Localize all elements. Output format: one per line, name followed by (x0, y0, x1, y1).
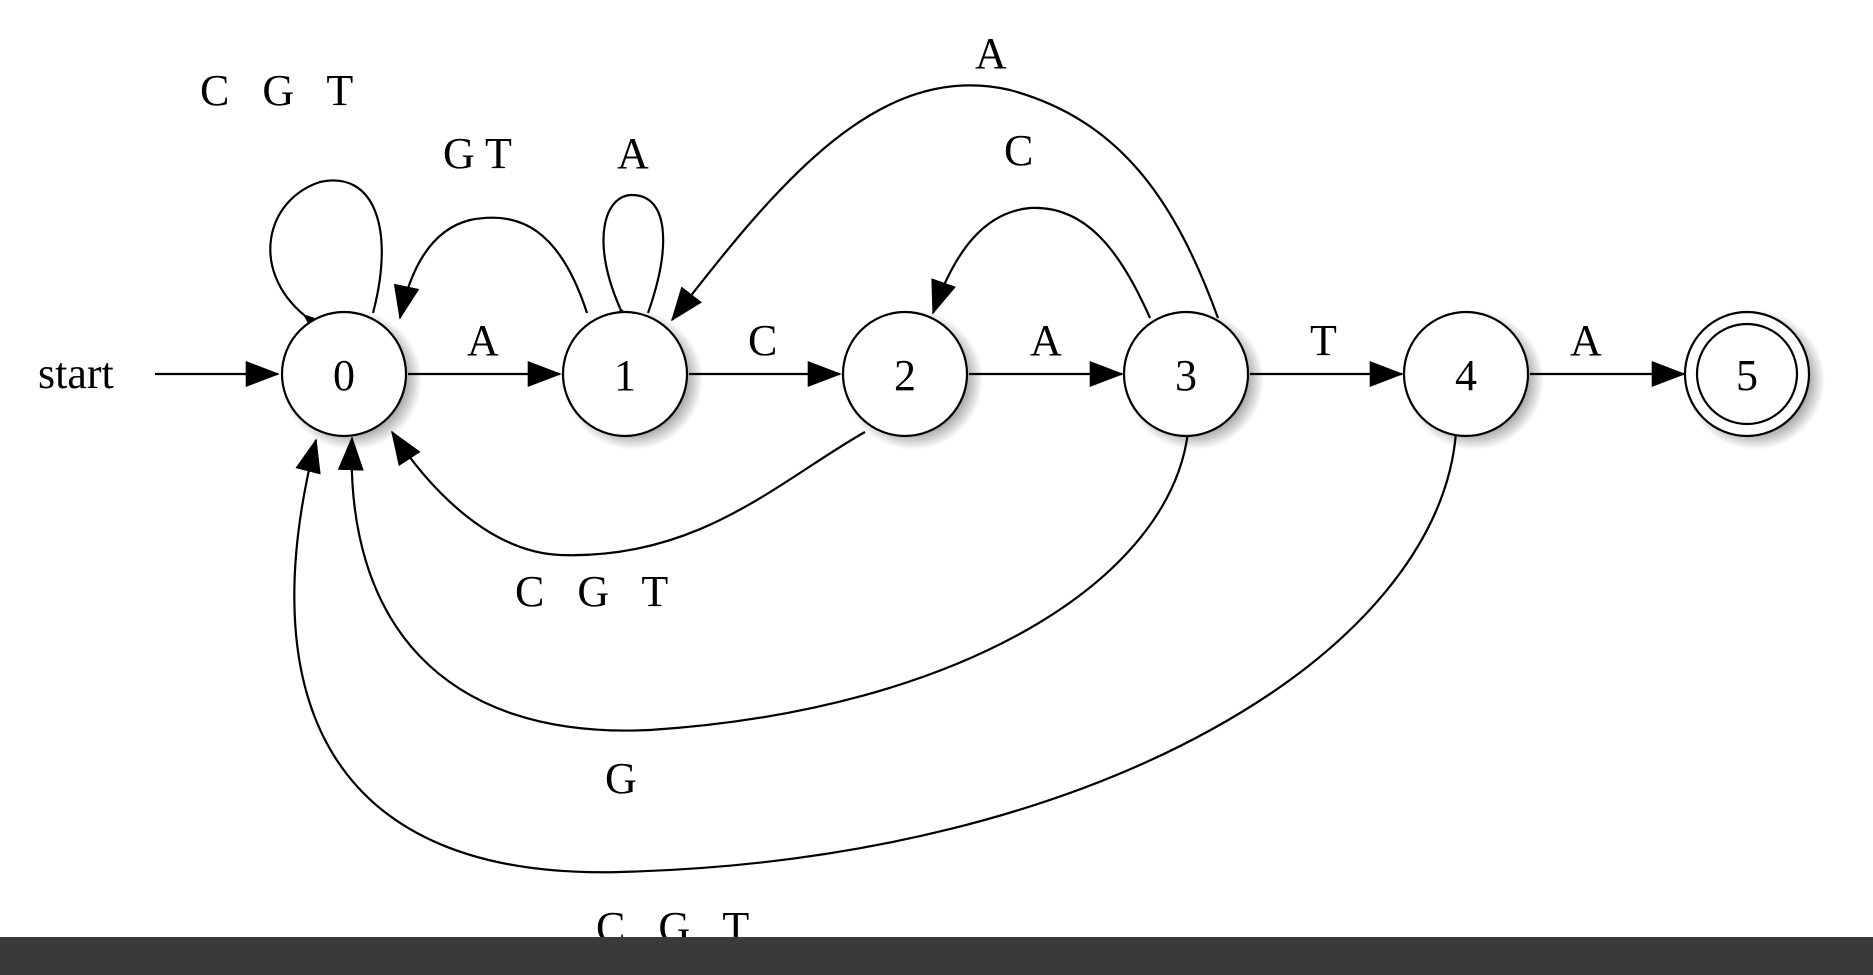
state-3-circle (1122, 310, 1250, 438)
label-transition-1-1: A (617, 129, 649, 178)
transition-1-1 (602, 193, 665, 343)
transition-1-0 (393, 216, 589, 320)
state-2: 2 (841, 310, 983, 450)
state-5-label: 5 (1736, 351, 1758, 400)
transition-3-0 (337, 431, 1190, 732)
transition-0-0 (269, 179, 383, 346)
transition-3-1 (670, 84, 1220, 322)
start-label: start (38, 349, 114, 398)
label-transition-0-1: A (467, 316, 499, 365)
label-transition-0-0: C G T (200, 66, 353, 115)
state-1-circle (561, 310, 689, 438)
label-transition-2-0: C G T (515, 567, 668, 616)
state-4-label: 4 (1455, 351, 1477, 400)
label-transition-1-0: G T (443, 129, 512, 178)
label-transition-2-3: A (1030, 316, 1062, 365)
state-5-inner-circle (1695, 322, 1799, 426)
label-transition-3-2: C (1004, 126, 1033, 175)
state-0: 0 (280, 310, 422, 450)
label-transition-1-2: C (748, 316, 777, 365)
transition-2-0 (391, 430, 866, 557)
state-1: 1 (561, 310, 703, 450)
transition-4-0 (293, 431, 1458, 874)
label-transition-3-4: T (1310, 316, 1337, 365)
state-0-label: 0 (333, 351, 355, 400)
state-2-label: 2 (894, 351, 916, 400)
state-2-circle (841, 310, 969, 438)
state-3-label: 3 (1175, 351, 1197, 400)
label-transition-3-0: G (605, 754, 637, 803)
label-transition-3-1: A (975, 29, 1007, 78)
state-4-circle (1402, 310, 1530, 438)
state-0-circle (280, 310, 408, 438)
bottom-edge-bar (0, 937, 1873, 975)
state-4: 4 (1402, 310, 1544, 450)
state-5: 5 (1683, 310, 1825, 450)
label-transition-4-5: A (1570, 316, 1602, 365)
state-3: 3 (1122, 310, 1264, 450)
transition-3-2 (931, 206, 1152, 319)
state-1-label: 1 (614, 351, 636, 400)
